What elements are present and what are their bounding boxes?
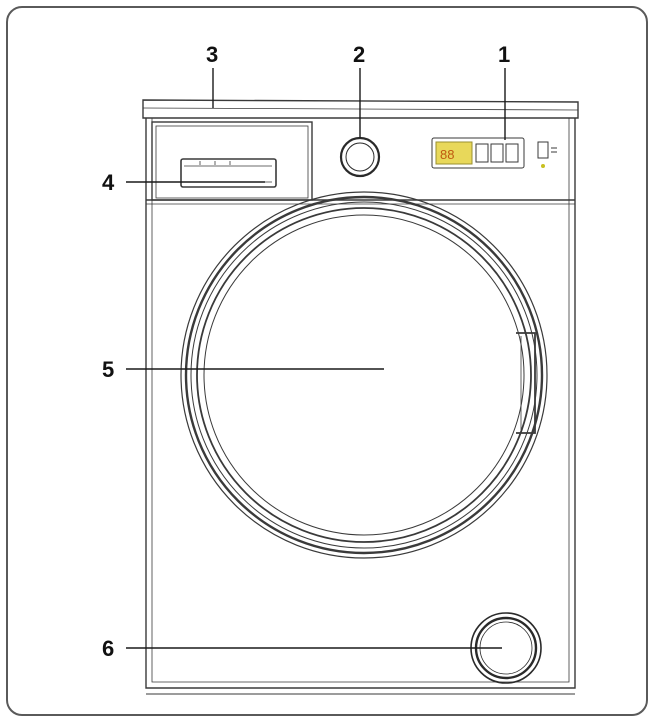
door <box>180 191 548 559</box>
control-panel-display: 88 <box>431 137 557 169</box>
drawer-handle <box>180 158 277 188</box>
leader-lines <box>126 68 506 649</box>
detergent-drawer <box>151 121 313 201</box>
callout-3: 3 <box>206 42 218 67</box>
machine-body <box>142 99 579 695</box>
program-knob <box>339 136 381 178</box>
svg-text:88: 88 <box>440 147 454 162</box>
callout-4: 4 <box>102 170 115 195</box>
callout-2: 2 <box>353 42 365 67</box>
callout-1: 1 <box>498 42 510 67</box>
callout-5: 5 <box>102 357 114 382</box>
callout-6: 6 <box>102 636 114 661</box>
top-cover <box>142 99 579 119</box>
cabinet-outline <box>145 118 576 689</box>
door-handle <box>516 332 536 434</box>
indicator-led <box>541 164 545 168</box>
